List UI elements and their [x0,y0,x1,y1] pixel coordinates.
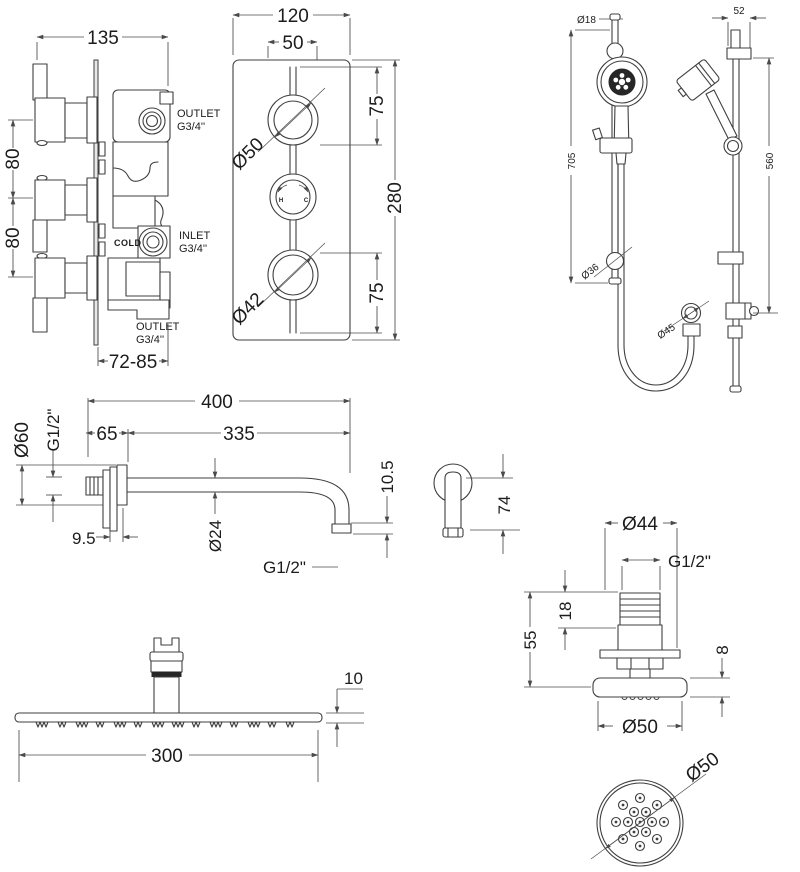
shower-arm-view: 400 65 335 Ø60 G1/2" [12,392,397,577]
jet-dim-stem: 18 [556,602,575,621]
valve-side-dim-depth: 72-85 [109,352,158,373]
shower-arm [85,464,352,534]
valve-side-dim-80-bottom: 80 [3,227,24,248]
valve-handle-bottom [32,252,98,333]
valve-outlet-bottom-label: OUTLET [136,321,180,333]
jet-dim-depth: 55 [521,631,540,650]
valve-outlet-top-label: OUTLET [177,108,221,120]
shower-head-connector [149,637,184,714]
arm-dim-drop: 10.5 [378,460,397,493]
rail-side-dim-spacing: 560 [765,152,776,169]
valve-side-view: 135 80 80 [3,28,221,373]
rail-side-wall-outlet [725,302,760,320]
hose-wall-outlet [663,300,710,337]
valve-side-dim-80-top: 80 [3,148,24,169]
valve-inlet-thread: G3/4'' [179,243,207,255]
valve-outlet-top-thread: G3/4'' [177,121,205,133]
rail-side-dim-bracket: 52 [733,6,745,17]
rail-slider-bracket [599,137,633,154]
valve-front-dim-height: 280 [385,182,406,214]
head-dim-width: 300 [151,746,183,767]
handset-side [676,59,720,101]
jet-thread: G1/2" [668,552,711,571]
valve-front-view: 120 50 Ø50 H C [228,6,406,341]
arm-thread-outlet: G1/2" [263,558,306,577]
outlet-elbow-view: 74 [433,454,520,554]
valve-front-knob-top [257,87,326,153]
rail-bottom-bracket [605,251,625,271]
rail-dia-label: Ø18 [577,15,596,26]
valve-front-cold-mark: C [304,198,309,204]
valve-front-dim-width: 120 [277,6,309,27]
valve-body [98,89,174,320]
handset-side-handle [705,89,738,141]
rail-dia-bracket: Ø36 [580,262,602,283]
valve-front-dim-top-75: 75 [367,95,388,116]
arm-dia-tube: Ø24 [206,520,225,552]
arm-dim-wall: 65 [96,424,117,445]
rail-dim-length: 705 [567,152,578,169]
valve-handle-top [32,63,98,147]
body-jet-face-view: Ø50 [590,748,723,867]
head-dim-thickness: 10 [344,669,363,688]
valve-cold-label: COLD [114,238,142,248]
valve-front-dim-knob: 50 [282,33,303,54]
handset-front [596,56,648,153]
valve-front-hot-mark: H [279,198,283,204]
rail-front-view: Ø18 705 [567,13,710,392]
valve-handle-middle [32,174,98,253]
shower-hose-front [615,152,695,392]
shower-head-plate [14,712,323,723]
jet-dia-body: Ø44 [622,514,658,535]
jet-face-dia: Ø50 [682,748,723,786]
arm-thread-wall: G1/2" [44,409,63,452]
shower-head-view: 10 300 [14,637,364,782]
rail-side-view: 52 560 [676,6,778,393]
hose-outlet-dia: Ø45 [656,322,678,342]
arm-dim-reach: 335 [223,424,255,445]
handset-hook-ring [723,136,743,156]
valve-front-dim-bottom-75: 75 [367,282,388,303]
rail-side-cap [730,29,741,49]
jet-nozzle-holes [610,792,670,852]
body-jet-side-view: Ø44 G1/2" 55 18 [521,514,732,738]
jet-dia-face: Ø50 [622,717,658,738]
shower-head-nozzles [35,721,295,728]
valve-front-knob-bottom [257,242,326,308]
rail-side-top-bracket [726,47,752,60]
valve-front-knob-middle: H C [269,173,317,221]
valve-outlet-bottom-thread: G3/4'' [136,334,164,346]
jet-dim-face: 8 [713,645,732,654]
arm-dia-flange: Ø60 [12,422,33,458]
valve-side-dim-width: 135 [87,28,119,49]
hose-side-nut [727,325,743,339]
arm-dim-plate: 9.5 [72,529,96,548]
elbow-dim-height: 74 [495,496,514,515]
body-jet [592,592,688,701]
arm-dim-total: 400 [201,392,233,413]
valve-inlet-label: INLET [179,230,210,242]
rail-side-bottom-bracket [717,251,744,265]
